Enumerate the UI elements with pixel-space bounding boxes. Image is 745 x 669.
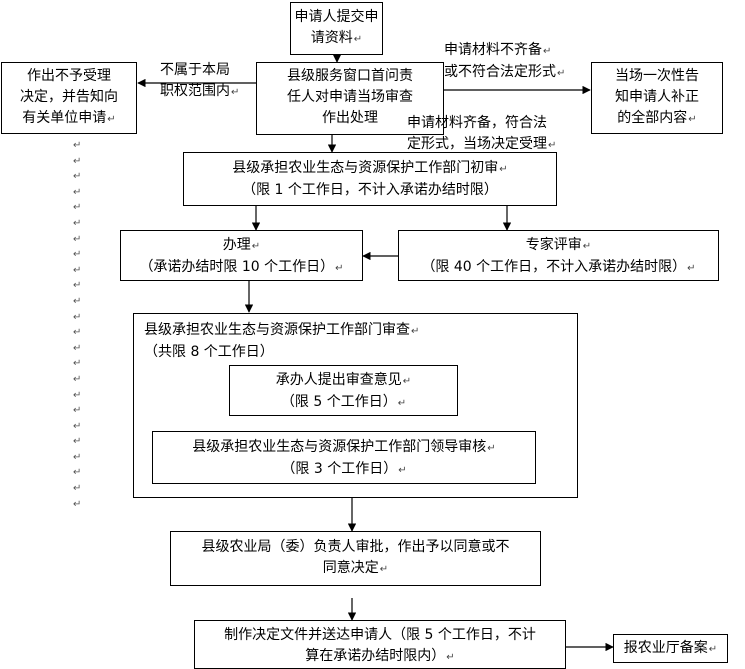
paragraph-mark: ↵ bbox=[73, 358, 82, 370]
node-expert: 专家评审↵ （限 40 个工作日，不计入承诺办结时限）↵ bbox=[398, 230, 719, 281]
paragraph-mark: ↵ bbox=[73, 389, 82, 401]
node-leader: 县级承担农业生态与资源保护工作部门领导审核↵ （限 3 个工作日）↵ bbox=[152, 431, 536, 484]
paragraph-mark: ↵ bbox=[73, 451, 82, 463]
paragraph-mark: ↵ bbox=[73, 483, 82, 495]
paragraph-mark: ↵ bbox=[73, 140, 82, 151]
paragraph-mark: ↵ bbox=[73, 498, 82, 510]
paragraph-mark: ↵ bbox=[73, 264, 82, 276]
paragraph-mark: ↵ bbox=[73, 467, 82, 479]
node-handle: 办理↵ （承诺办结时限 10 个工作日）↵ bbox=[120, 230, 363, 281]
node-archive: 报农业厅备案↵ bbox=[613, 634, 728, 663]
node-correct: 当场一次性告 知申请人补正 的全部内容↵ bbox=[591, 62, 723, 134]
label-not-in-scope: 不属于本局 职权范围内↵ bbox=[160, 62, 240, 99]
paragraph-mark: ↵ bbox=[73, 280, 82, 292]
node-reject: 作出不予受理 决定，并告知向 有关单位申请↵ bbox=[1, 62, 137, 134]
paragraph-mark: ↵ bbox=[73, 295, 82, 307]
paragraph-mark: ↵ bbox=[73, 202, 82, 214]
paragraph-mark: ↵ bbox=[73, 311, 82, 323]
paragraph-mark: ↵ bbox=[73, 342, 82, 354]
label-complete: 申请材料齐备，符合法 定形式，当场决定受理↵ bbox=[407, 115, 557, 152]
label-incomplete: 申请材料不齐备↵ 或不符合法定形式↵ bbox=[444, 42, 566, 80]
paragraph-mark: ↵ bbox=[73, 233, 82, 245]
node-window: 县级服务窗口首问责 任人对申请当场审查 作出处理 bbox=[256, 62, 444, 135]
paragraph-mark-column: ↵ ↵ ↵ ↵ ↵ ↵ ↵ ↵ ↵ ↵ ↵ ↵ ↵ ↵ ↵ ↵ ↵ ↵ ↵ ↵ … bbox=[73, 138, 85, 512]
node-submit: 申请人提交申 请资料↵ bbox=[290, 2, 383, 55]
node-opinion: 承办人提出审查意见↵ （限 5 个工作日）↵ bbox=[229, 365, 458, 416]
node-deliver: 制作决定文件并送达申请人（限 5 个工作日，不计 算在承诺办结时限内）↵ bbox=[194, 620, 566, 669]
node-initial-review: 县级承担农业生态与资源保护工作部门初审↵ （限 1 个工作日，不计入承诺办结时限… bbox=[183, 152, 557, 206]
paragraph-mark: ↵ bbox=[73, 171, 82, 183]
paragraph-mark: ↵ bbox=[73, 373, 82, 385]
paragraph-mark: ↵ bbox=[73, 217, 82, 229]
paragraph-mark: ↵ bbox=[73, 420, 82, 432]
paragraph-mark: ↵ bbox=[73, 155, 82, 167]
paragraph-mark: ↵ bbox=[73, 405, 82, 417]
paragraph-mark: ↵ bbox=[73, 186, 82, 198]
paragraph-mark: ↵ bbox=[73, 436, 82, 448]
paragraph-mark: ↵ bbox=[73, 327, 82, 339]
node-approve: 县级农业局（委）负责人审批，作出予以同意或不 同意决定↵ bbox=[170, 531, 541, 586]
paragraph-mark: ↵ bbox=[73, 249, 82, 261]
